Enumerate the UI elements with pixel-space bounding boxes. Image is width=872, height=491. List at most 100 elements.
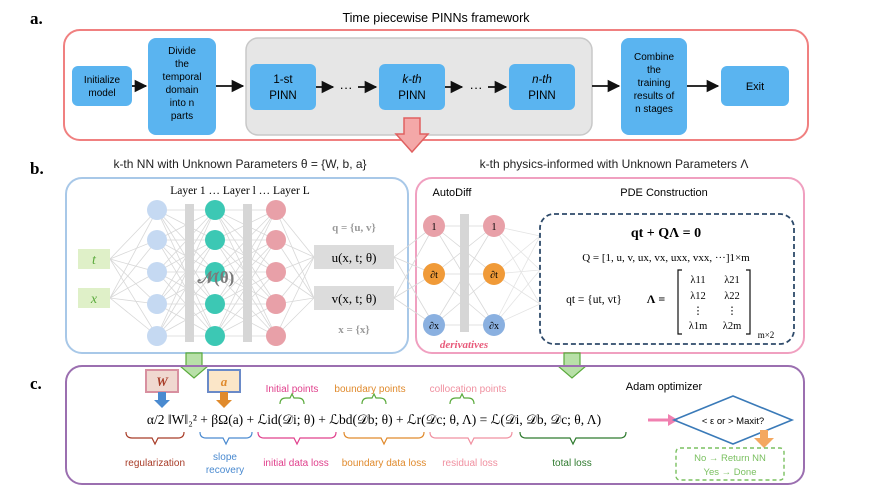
brace-boundary-points	[361, 392, 387, 405]
pde-title: PDE Construction	[620, 187, 707, 199]
loss-under-brace	[429, 431, 513, 446]
lambda-lhs: Λ =	[647, 292, 666, 306]
autodiff-edge	[493, 269, 541, 326]
physics-frame	[415, 177, 805, 354]
input-t-box	[78, 249, 110, 269]
input-x-box	[78, 288, 110, 308]
divide-box	[148, 38, 216, 135]
lambda-2m: λ2m	[723, 321, 742, 332]
a-down-arrow	[216, 392, 232, 408]
collocation-points-label: collocation points	[430, 384, 507, 395]
layers-label: Layer 1 … Layer l … Layer L	[170, 185, 310, 197]
lambda-right-bracket	[746, 269, 751, 335]
layer-bar-1	[185, 204, 194, 342]
autodiff-node	[423, 263, 445, 285]
panel-c-frame	[65, 365, 805, 485]
nn-node-layer-1	[147, 326, 167, 346]
residual-loss-label: residual loss	[442, 458, 498, 469]
x-definition: x = {x}	[338, 324, 369, 336]
combine-box	[621, 38, 687, 135]
orange-down-arrow	[754, 430, 774, 448]
divide-line-6: parts	[171, 111, 193, 122]
nn-node-layer-2	[205, 230, 225, 250]
divide-line-5: into n	[170, 98, 194, 109]
combine-line-5: n stages	[635, 104, 673, 115]
panel-c-letter: c.	[30, 374, 42, 393]
loss-under-brace	[343, 431, 425, 446]
nn-edge	[275, 209, 315, 258]
derivatives-label: derivatives	[440, 339, 488, 351]
loss-under-brace	[257, 431, 337, 446]
nn-edge	[275, 209, 315, 299]
nn-edge	[109, 297, 158, 337]
pinn-1-line-1: 1-st	[273, 74, 293, 86]
lambda-2-vdots: ⋮	[727, 306, 738, 317]
slope-label-2: recovery	[206, 465, 244, 476]
nn-node-layer-3	[266, 200, 286, 220]
initial-data-loss-label: initial data loss	[263, 458, 329, 469]
adam-label: Adam optimizer	[626, 381, 703, 393]
result-box	[675, 447, 785, 481]
stop-condition-text: < ε or > Maxit?	[702, 416, 764, 427]
loss-term-braces	[125, 431, 627, 446]
regularization-label: regularization	[125, 458, 185, 469]
nn-node-layer-1	[147, 294, 167, 314]
nn-node-layer-2	[205, 294, 225, 314]
pinn-1-box	[250, 64, 316, 110]
nn-edge	[275, 256, 315, 305]
nn-node-layer-2	[205, 326, 225, 346]
brace-initial-points	[279, 392, 305, 405]
pinn-k-box	[379, 64, 445, 110]
loss-under-brace	[125, 431, 185, 446]
panel-a-letter: a.	[30, 9, 43, 28]
autodiff-node-label: 1	[492, 222, 497, 233]
autodiff-node	[483, 215, 505, 237]
autodiff-node-label: ∂x	[489, 321, 499, 332]
autodiff-node	[483, 314, 505, 336]
pinn-n-box	[509, 64, 575, 110]
autodiff-edge	[493, 235, 541, 326]
input-x: x	[90, 292, 98, 307]
exit-label: Exit	[746, 81, 764, 93]
initialize-box	[72, 66, 132, 106]
combine-line-1: Combine	[634, 52, 674, 63]
nn-title: k-th NN with Unknown Parameters θ = {W, …	[113, 157, 366, 171]
nn-edge	[109, 209, 158, 299]
qt-definition: qt = {ut, vt}	[566, 294, 622, 306]
initialize-line-1: Initialize	[84, 75, 121, 86]
pink-down-arrow	[394, 117, 430, 154]
stop-condition-diamond	[671, 395, 795, 445]
autodiff-node	[423, 314, 445, 336]
autodiff-node-label: 1	[432, 222, 437, 233]
pde-frame	[539, 213, 795, 345]
dots-2: ···	[470, 80, 483, 95]
output-u: u(x, t; θ)	[332, 250, 377, 265]
total-loss-label: total loss	[552, 458, 591, 469]
dots-1: ···	[340, 80, 353, 95]
nn-node-layer-3	[266, 294, 286, 314]
nn-edge	[109, 239, 158, 299]
lambda-22: λ22	[724, 291, 740, 302]
brace-collocation-points	[449, 392, 475, 405]
autodiff-edge	[393, 256, 435, 326]
pinn-n-line-1: n-th	[532, 74, 552, 86]
lambda-size: m×2	[758, 330, 775, 340]
loss-equation: α/2 ‖W‖₂² + βΩ(a) + ℒid(𝒟i; θ) + ℒbd(𝒟b;…	[147, 412, 601, 427]
autodiff-node-label: ∂t	[490, 270, 498, 281]
autodiff-node	[483, 263, 505, 285]
boundary-points-label: boundary points	[334, 384, 405, 395]
combine-line-4: results of	[634, 91, 675, 102]
Q-definition: Q = [1, u, v, ux, vx, uxx, vxx, ···]1×m	[582, 252, 750, 264]
autodiff-nodes: 1∂t∂x1∂t∂x	[423, 215, 505, 336]
pinn-k-line-2: PINN	[398, 90, 425, 102]
autodiff-edge	[493, 225, 541, 305]
loss-under-brace	[519, 431, 627, 446]
W-down-arrow	[154, 392, 170, 408]
slope-label-1: slope	[213, 452, 237, 463]
output-v-box	[314, 286, 394, 310]
lambda-11: λ11	[690, 275, 705, 286]
nn-node-layer-2	[205, 200, 225, 220]
nn-edge	[275, 239, 315, 299]
pinn-n-line-2: PINN	[528, 90, 555, 102]
